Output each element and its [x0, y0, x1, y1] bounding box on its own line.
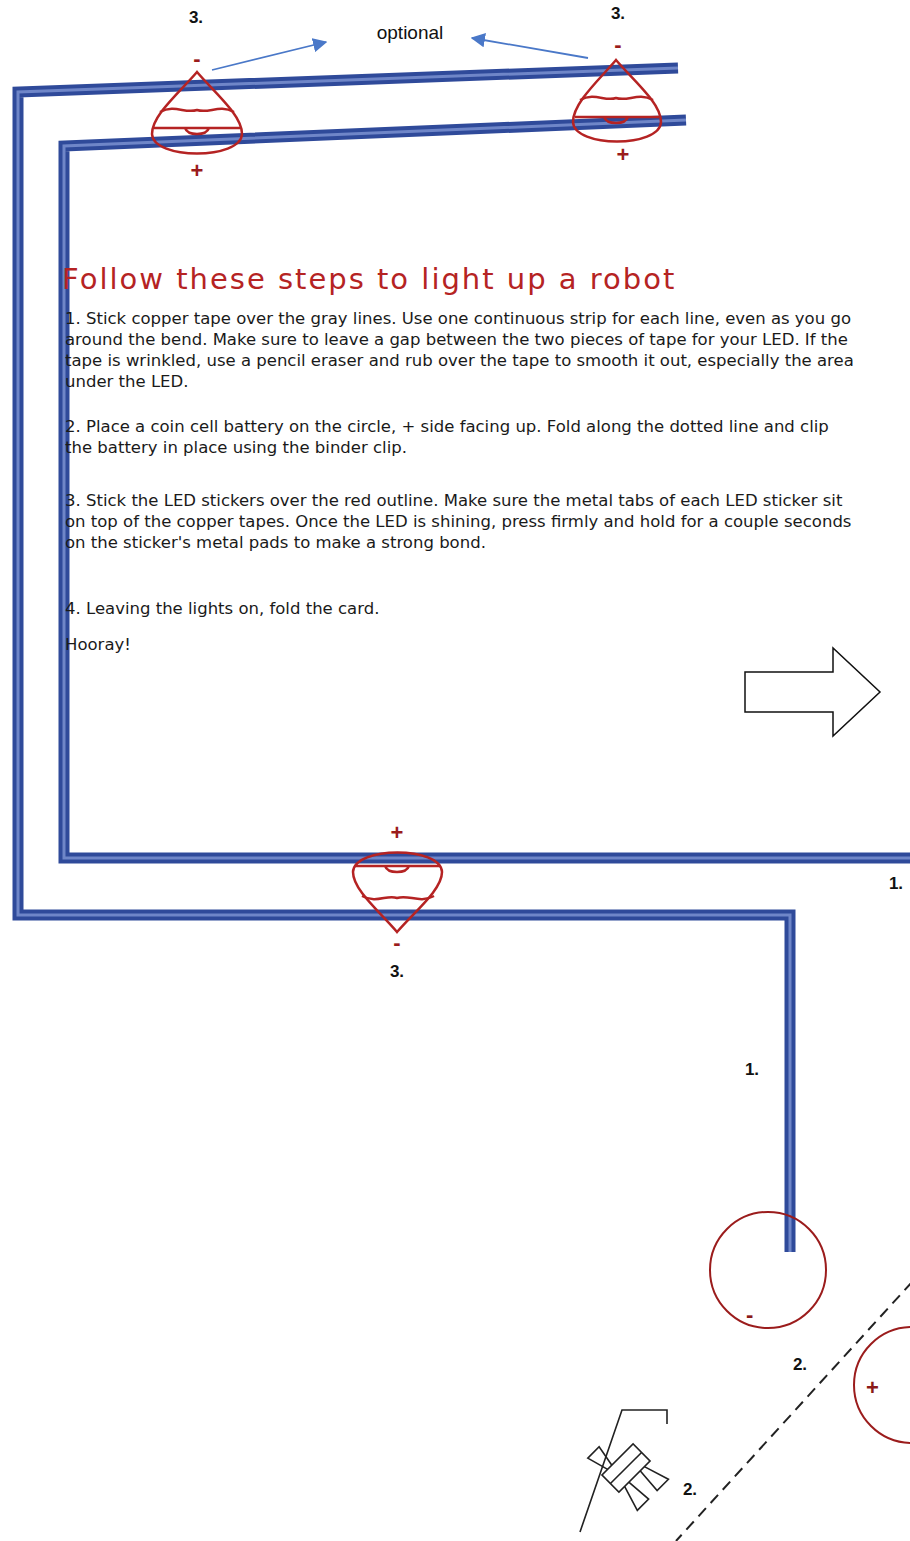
battery-circle: + — [852, 1325, 910, 1445]
leader-arrow — [472, 38, 588, 58]
copper-tape — [64, 120, 910, 858]
binder-clip-icon — [580, 1410, 668, 1532]
callout-number: 2. — [683, 1480, 697, 1500]
callout-number: 1. — [745, 1060, 759, 1080]
callout-number: 3. — [611, 4, 625, 24]
leader-arrow — [212, 42, 326, 70]
instruction-text: Hooray! — [65, 634, 855, 655]
copper-tape-highlight — [18, 68, 790, 1252]
polarity-sign: - — [746, 1302, 753, 1328]
heading: Follow these steps to light up a robot — [62, 262, 676, 296]
circle-outline — [708, 1210, 828, 1330]
battery-circle: - — [708, 1210, 828, 1330]
led-outline — [573, 60, 661, 142]
instruction-step: 3. Stick the LED stickers over the red o… — [65, 490, 855, 553]
copper-tape — [18, 68, 790, 1252]
polarity-sign: - — [393, 930, 400, 956]
polarity-sign: + — [391, 820, 404, 846]
callout-number: 3. — [390, 962, 404, 982]
note: optional — [377, 22, 444, 44]
callout-number: 3. — [189, 8, 203, 28]
polarity-sign: + — [866, 1375, 879, 1401]
polarity-sign: + — [191, 158, 204, 184]
instruction-step: 2. Place a coin cell battery on the circ… — [65, 416, 855, 458]
direction-arrow — [745, 648, 880, 736]
callout-number: 1. — [889, 874, 903, 894]
copper-tape-highlight — [64, 120, 910, 858]
polarity-sign: - — [193, 46, 200, 72]
fold-line — [676, 1282, 910, 1541]
led-outline — [353, 853, 442, 933]
polarity-sign: + — [617, 142, 630, 168]
polarity-sign: - — [614, 32, 621, 58]
instruction-step: 1. Stick copper tape over the gray lines… — [65, 308, 855, 392]
circle-outline — [852, 1325, 910, 1445]
callout-number: 2. — [793, 1355, 807, 1375]
instruction-step: 4. Leaving the lights on, fold the card. — [65, 598, 855, 619]
led-outline — [152, 72, 242, 154]
